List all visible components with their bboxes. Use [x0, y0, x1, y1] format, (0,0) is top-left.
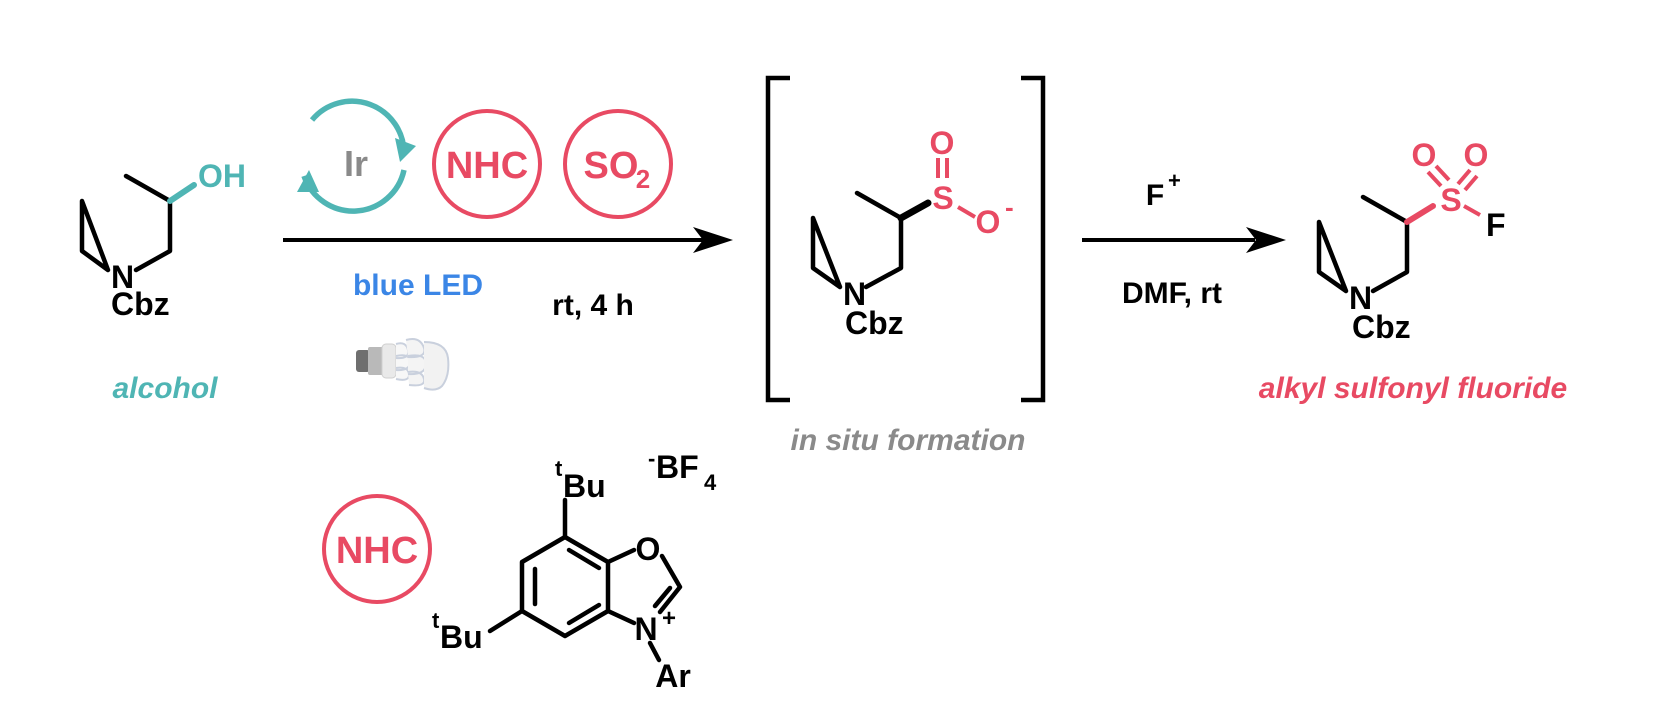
- nhc-counterion: BF: [656, 449, 699, 485]
- nhc-tbu-top-sup: t: [555, 456, 563, 481]
- cycle-arrows-icon-lower: [301, 169, 407, 214]
- fluorine-source-label: F: [1146, 179, 1164, 212]
- catalyst-row: Ir NHC SO 2: [297, 98, 673, 219]
- nhc-ar: Ar: [655, 658, 691, 694]
- nhc-counterion-sub: 4: [704, 470, 717, 495]
- nhc-oxazole-ring: [605, 547, 683, 626]
- nhc-benzene-double-3: [566, 547, 602, 571]
- intermediate-ring: [810, 190, 904, 290]
- nhc-catalyst-badge: NHC: [432, 109, 542, 219]
- intermediate-o-top: O: [930, 125, 955, 161]
- product-o2: O: [1464, 137, 1489, 173]
- nhc-n: N: [634, 611, 657, 647]
- start-cbz-label: Cbz: [111, 286, 170, 322]
- product-s-o1-a: [1426, 170, 1443, 188]
- product-label: alkyl sulfonyl fluoride: [1259, 372, 1567, 405]
- nhc-n-ar-bond: [647, 640, 662, 663]
- nhc-benzene-double-2: [566, 602, 602, 626]
- in-situ-label: in situ formation: [791, 424, 1026, 457]
- intermediate-minus-charge: -: [1005, 192, 1014, 222]
- blue-led-label: blue LED: [353, 269, 483, 302]
- start-material-label: alcohol: [112, 372, 218, 405]
- start-c-oh-bond: [167, 182, 197, 204]
- intermediate-sulfinate: O S O - N Cbz: [810, 125, 1014, 341]
- nhc-badge-circle: [432, 109, 542, 219]
- solvent-temp-label: DMF, rt: [1122, 277, 1222, 310]
- fluorine-source-charge: +: [1168, 168, 1181, 193]
- nhc-structure-badge-label: NHC: [336, 530, 418, 572]
- reaction-arrow-2: [1082, 227, 1286, 253]
- product-s-o2-a: [1456, 168, 1472, 186]
- intermediate-s: S: [932, 180, 953, 216]
- reaction-arrow-1: [283, 227, 733, 253]
- product-s-o2-b: [1463, 174, 1479, 192]
- so2-main: SO: [584, 145, 639, 187]
- nhc-tbu-top: Bu: [563, 468, 606, 504]
- nhc-oxazole-double: [652, 585, 673, 609]
- ir-label: Ir: [344, 143, 368, 184]
- product-cbz: Cbz: [1352, 309, 1411, 345]
- product-s-o1-b: [1434, 164, 1451, 182]
- nhc-badge-label: NHC: [446, 145, 528, 187]
- start-material: OH N Cbz alcohol: [79, 158, 246, 405]
- nhc-tbu-left-bond: [487, 608, 525, 634]
- nhc-tbu-left-sup: t: [432, 608, 440, 633]
- intermediate-brackets: [765, 75, 1046, 403]
- nhc-o: O: [636, 531, 661, 567]
- cycle-arrowhead-up: [297, 170, 319, 192]
- intermediate-n: N: [843, 276, 866, 312]
- nhc-counterion-minus: -: [648, 446, 655, 471]
- ir-photocatalyst-badge: Ir: [297, 98, 416, 214]
- nhc-structure-badge-circle: [322, 494, 432, 604]
- cycle-arrows-icon: [309, 98, 409, 158]
- product-c-s-bond: [1404, 203, 1436, 225]
- intermediate-cbz: Cbz: [845, 305, 904, 341]
- start-n-label: N: [111, 259, 134, 295]
- temp-time-label: rt, 4 h: [552, 289, 634, 322]
- nhc-n-charge: +: [662, 605, 676, 632]
- intermediate-c-s-bond: [897, 199, 932, 222]
- nhc-tbu-left: Bu: [440, 619, 483, 655]
- start-oh-label: OH: [198, 158, 246, 194]
- product-f: F: [1486, 207, 1506, 243]
- so2-badge-label: SO: [584, 145, 639, 187]
- intermediate-s-o-single: [956, 205, 977, 219]
- product-o1: O: [1412, 137, 1437, 173]
- product-s: S: [1440, 182, 1461, 218]
- so2-badge-circle: [563, 109, 673, 219]
- start-ring: [79, 173, 173, 273]
- light-bulb-icon: [356, 338, 450, 391]
- so2-reagent-badge: SO 2: [563, 109, 673, 219]
- so2-subscript: 2: [636, 164, 650, 194]
- product-ring: [1316, 194, 1410, 294]
- product-sulfonyl-fluoride: O O S F N Cbz: [1316, 137, 1506, 345]
- intermediate-o-minus: O: [976, 204, 1001, 240]
- cycle-arrowhead-right: [395, 138, 416, 162]
- product-n: N: [1349, 280, 1372, 316]
- product-s-f-bond: [1463, 204, 1481, 217]
- nhc-structure: NHC t Bu - BF 4 O N + Ar t Bu: [322, 446, 717, 694]
